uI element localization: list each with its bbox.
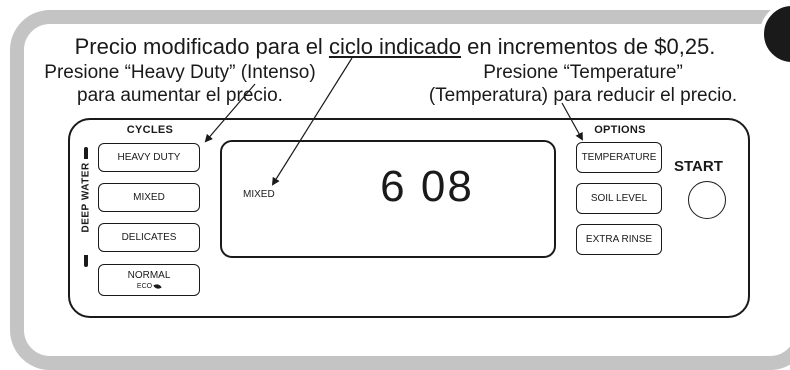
soil-level-button[interactable]: SOIL LEVEL xyxy=(576,183,662,214)
normal-label: NORMAL xyxy=(127,269,171,281)
caption-heavy-duty: Presione “Heavy Duty” (Intenso) para aum… xyxy=(35,61,325,107)
arrow-to-temperature xyxy=(561,102,583,141)
caption-heavy-duty-line1: Presione “Heavy Duty” (Intenso) xyxy=(44,62,316,83)
soil-level-label: SOIL LEVEL xyxy=(590,192,648,204)
normal-eco-button[interactable]: NORMAL ECO xyxy=(98,264,200,296)
display-cycle-mode: MIXED xyxy=(243,189,275,200)
caption-price-modified: Precio modificado para el ciclo indicado… xyxy=(74,34,716,59)
caption-temperature: Presione “Temperature” (Temperatura) par… xyxy=(393,61,773,107)
start-button[interactable] xyxy=(688,181,726,219)
mixed-label: MIXED xyxy=(133,191,165,203)
display-price-value: 6 08 xyxy=(380,162,474,211)
caption-underlined-cycle: ciclo indicado xyxy=(328,34,462,59)
heavy-duty-button[interactable]: HEAVY DUTY xyxy=(98,143,200,172)
caption-heavy-duty-line2: para aumentar el precio. xyxy=(77,85,283,106)
delicates-label: DELICATES xyxy=(121,231,177,243)
deep-water-indicator: DEEP WATER xyxy=(78,147,94,267)
extra-rinse-label: EXTRA RINSE xyxy=(585,233,653,245)
deep-water-bracket-top xyxy=(84,147,88,159)
arrow-to-mixed-display xyxy=(271,57,353,186)
arrow-to-heavy-duty xyxy=(204,83,256,143)
callout-arrows xyxy=(204,57,583,186)
deep-water-bracket-bottom xyxy=(84,255,88,267)
eco-label: ECO xyxy=(136,282,153,290)
temperature-button[interactable]: TEMPERATURE xyxy=(576,142,662,173)
options-label: OPTIONS xyxy=(594,124,646,136)
temperature-label: TEMPERATURE xyxy=(581,151,657,163)
caption-temperature-line1: Presione “Temperature” xyxy=(483,62,683,83)
start-label: START xyxy=(674,158,723,175)
mixed-button[interactable]: MIXED xyxy=(98,183,200,212)
caption-temperature-line2: (Temperatura) para reducir el precio. xyxy=(428,85,738,106)
cycles-label: CYCLES xyxy=(126,124,174,136)
extra-rinse-button[interactable]: EXTRA RINSE xyxy=(576,224,662,255)
delicates-button[interactable]: DELICATES xyxy=(98,223,200,252)
eco-indicator: ECO xyxy=(136,282,162,291)
price-display xyxy=(220,140,556,258)
heavy-duty-label: HEAVY DUTY xyxy=(117,151,181,163)
